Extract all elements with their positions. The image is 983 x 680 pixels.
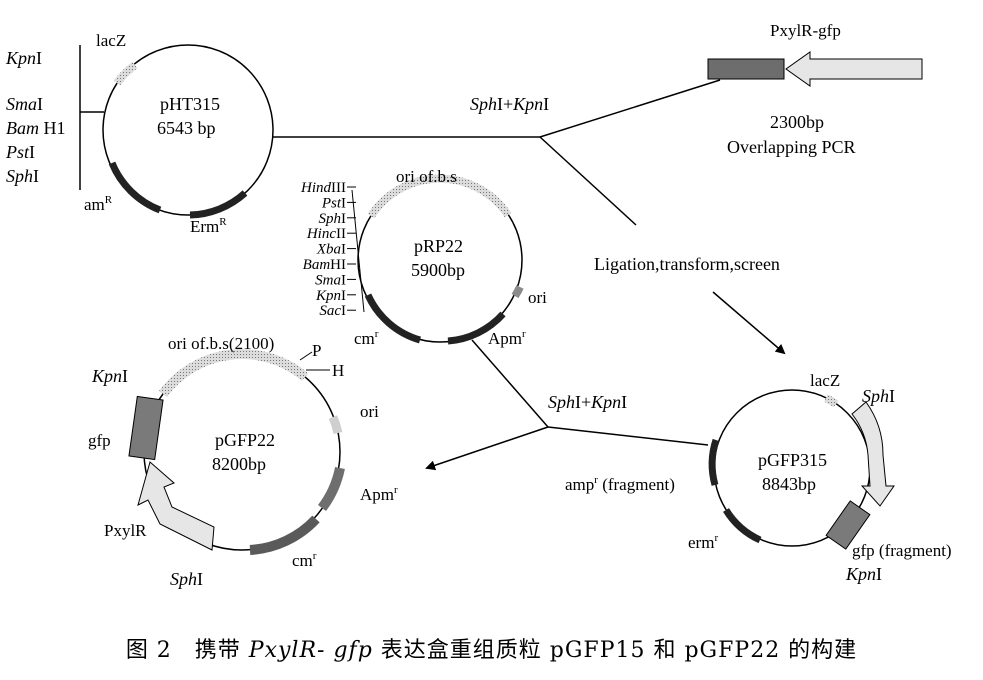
digest2-label: SphI+KpnI: [548, 392, 627, 412]
pgfp22-ori-label: ori: [360, 402, 379, 421]
arrow-to-pgfp22: [425, 426, 549, 471]
prp22-mcs-site: XbaI: [316, 242, 346, 258]
plasmid-pht315: pHT315 6543 bp lacZ amR ErmR KpnI SmaI B…: [5, 31, 274, 236]
pgfp315-lacz-segment: [824, 394, 839, 408]
pgfp22-apm-segment: [317, 466, 345, 512]
prp22-cm-segment: [364, 293, 422, 344]
pht315-name: pHT315: [160, 94, 220, 114]
pht315-erm-label: ErmR: [190, 216, 227, 236]
prp22-mcs-site: SmaI: [315, 272, 346, 288]
prp22-mcs-site: SacI: [319, 303, 346, 319]
pgfp22-gfp-block: [128, 395, 164, 461]
pgfp22-p-label: P: [312, 341, 321, 360]
pgfp22-gfp-label: gfp: [88, 431, 111, 450]
prp22-apm-segment: [447, 311, 506, 345]
pgfp22-ori-bs-label: ori of.b.s(2100): [168, 334, 274, 353]
caption-gene: PxylR- gfp: [248, 638, 373, 663]
prp22-mcs: HindIIIPstISphIHincIIXbaIBamHISmaIKpnISa…: [300, 180, 356, 319]
prp22-mcs-site: HindIII: [300, 180, 346, 196]
pgfp22-h-label: H: [332, 361, 344, 380]
figure-caption: 图 2 携带 PxylR- gfp 表达盒重组质粒 pGFP15 和 pGFP2…: [0, 632, 983, 664]
prp22-name: pRP22: [414, 236, 463, 256]
site-kpni: KpnI: [5, 48, 42, 68]
pgfp315-lacz-label: lacZ: [810, 371, 840, 390]
pht315-erm-segment: [189, 190, 248, 219]
pgfp22-name: pGFP22: [215, 430, 275, 450]
pcr-fragment: PxylR-gfp 2300bp Overlapping PCR: [707, 21, 923, 157]
prp22-mcs-site: PstI: [321, 195, 346, 211]
ligation-label: Ligation,transform,screen: [594, 254, 780, 274]
pxylr-arrow: [785, 51, 923, 87]
pgfp315-gfp-block: [825, 500, 871, 550]
pgfp22-size: 8200bp: [212, 454, 266, 474]
pgfp22-cm-segment: [249, 515, 320, 555]
prp22-mcs-site: KpnI: [315, 288, 346, 304]
site-bamh1: Bam H1: [6, 118, 66, 138]
gfp-block: [707, 58, 785, 80]
arrow-to-pgfp315: [712, 291, 786, 355]
plasmid-pgfp315: pGFP315 8843bp lacZ SphI ampr (fragment)…: [565, 371, 952, 584]
plasmid-pgfp22: pGFP22 8200bp ori of.b.s(2100) P H ori A…: [88, 334, 398, 589]
pgfp315-erm-segment: [723, 508, 762, 544]
prp22-mcs-site: BamHI: [303, 257, 346, 273]
pgfp315-kpn-label: KpnI: [845, 564, 882, 584]
connectors-top: SphI+KpnI Ligation,transform,screen: [272, 79, 786, 355]
prp22-cm-label: cmr: [354, 328, 379, 348]
pgfp22-ori-segment: [328, 415, 343, 435]
prp22-apm-label: Apmr: [488, 328, 526, 348]
line-pgfp315-junction: [547, 426, 709, 446]
prp22-ori-bs-segment: [367, 174, 512, 219]
caption-prefix: 图 2 携带: [125, 638, 249, 663]
prp22-ori-bs-label: ori of.b.s: [396, 167, 457, 186]
pgfp22-ori-bs-segment: [158, 349, 309, 397]
pgfp22-sph-label: SphI: [170, 569, 203, 589]
prp22-mcs-site: SphI: [319, 211, 347, 227]
pht315-amp-segment: [108, 161, 162, 214]
prp22-mcs-line: [351, 189, 365, 313]
pcr-method: Overlapping PCR: [727, 137, 856, 157]
pgfp315-erm-label: ermr: [688, 532, 718, 552]
prp22-size: 5900bp: [411, 260, 465, 280]
pcr-size: 2300bp: [770, 112, 824, 132]
pgfp22-apm-label: Apmr: [360, 484, 398, 504]
pgfp315-pxylr-arrow: [851, 401, 895, 507]
connectors-bottom: SphI+KpnI: [425, 339, 709, 471]
line-prp22-junction: [471, 339, 549, 428]
site-sphi: SphI: [6, 166, 39, 186]
pcr-label: PxylR-gfp: [770, 21, 841, 40]
pgfp22-pxylr-label: PxylR: [104, 521, 147, 540]
pgfp22-p-tick: [299, 351, 313, 361]
site-smai: SmaI: [6, 94, 43, 114]
plasmid-prp22: pRP22 5900bp ori of.b.s ori cmr Apmr Hin…: [300, 167, 547, 348]
prp22-ori-segment: [511, 285, 524, 299]
pgfp315-amp-segment: [708, 438, 720, 486]
caption-suffix: 表达盒重组质粒 pGFP15 和 pGFP22 的构建: [372, 638, 858, 663]
pgfp315-gfp-label: gfp (fragment): [852, 541, 952, 560]
pgfp22-kpn-label: KpnI: [91, 366, 128, 386]
pht315-lacz-segment: [113, 61, 138, 86]
line-junction-ligation: [539, 136, 637, 226]
pht315-circle: [102, 44, 274, 216]
line-pcr-junction: [539, 79, 721, 138]
pgfp22-pxylr-arrow: [137, 461, 215, 551]
pgfp315-size: 8843bp: [762, 474, 816, 494]
site-psti: PstI: [5, 142, 35, 162]
pht315-lacz-label: lacZ: [96, 31, 126, 50]
pht315-amp-label: amR: [84, 194, 113, 214]
pgfp315-name: pGFP315: [758, 450, 827, 470]
digest1-label: SphI+KpnI: [470, 94, 549, 114]
pgfp315-sph-label: SphI: [862, 386, 895, 406]
prp22-ori-label: ori: [528, 288, 547, 307]
pgfp22-cm-label: cmr: [292, 550, 317, 570]
pht315-size: 6543 bp: [157, 118, 216, 138]
pgfp315-amp-label: ampr (fragment): [565, 474, 675, 494]
prp22-mcs-site: HincII: [306, 226, 346, 242]
